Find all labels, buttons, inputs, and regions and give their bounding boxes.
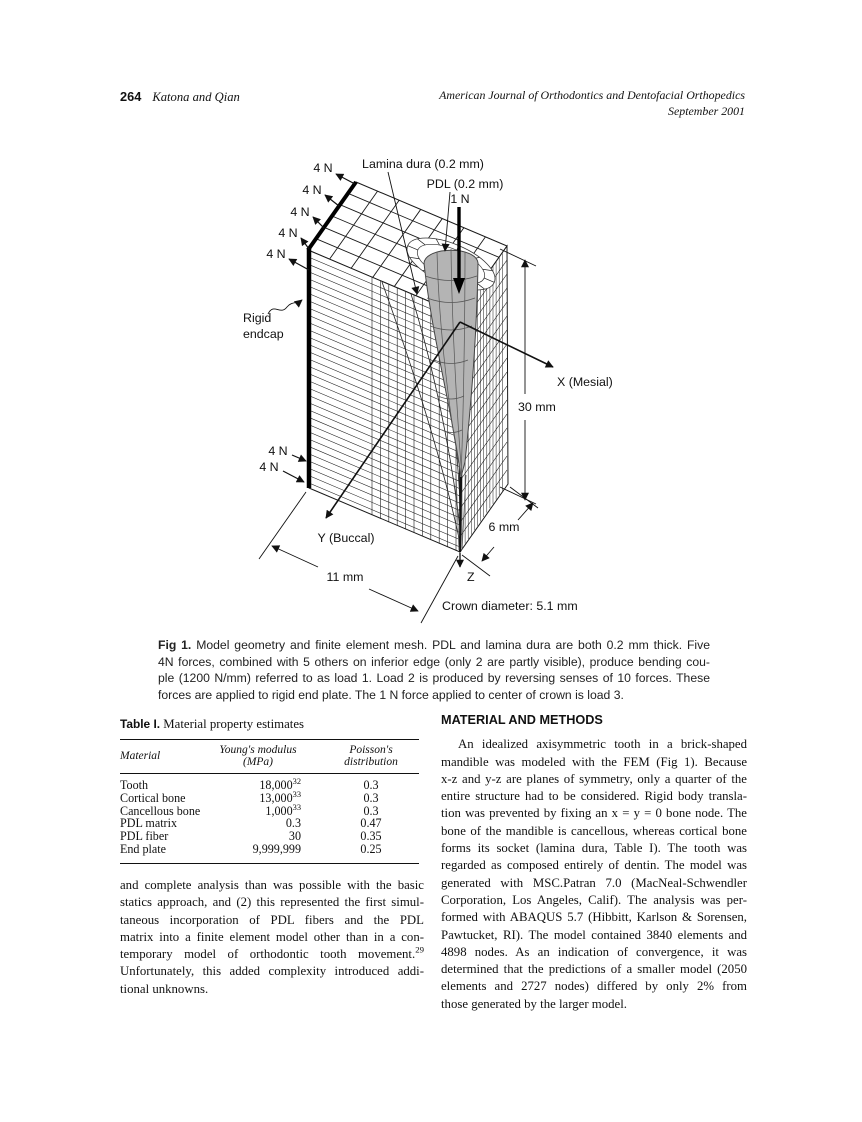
tooth-mesh-lines [424,248,478,478]
text-line: statics approach, and (2) this represent… [120,895,424,910]
width-dim-label: 11 mm [327,570,364,584]
force-4n-label: 4 N [278,226,297,240]
section-heading: MATERIAL AND METHODS [441,713,603,727]
force-4n-label: 4 N [259,460,278,474]
right-face-vertical-hatch [461,252,503,548]
table-1: Table I. Material property estimates Mat… [120,717,419,864]
coordinate-axes [325,321,554,568]
force-arrows-top [288,173,356,271]
fem-mesh-figure: 4 N 4 N 4 N 4 N 4 N 4 N 4 N 1 N [243,157,613,624]
root-shadow-line [458,476,463,553]
y-axis-label: Y (Buccal) [318,531,375,545]
right-column: MATERIAL AND METHODS An idealized axisym… [441,712,747,1013]
figure-1-diagram: 4 N 4 N 4 N 4 N 4 N 4 N 4 N 1 N [120,130,780,670]
lamina-dura-label: Lamina dura (0.2 mm) [362,157,484,171]
running-head-right: American Journal of Orthodontics and Den… [439,88,745,119]
force-labels-bottom: 4 N 4 N [259,444,287,474]
page-number: 264 [120,89,142,104]
text-line: temporary model of orthodontic tooth mov… [120,944,424,962]
text-line: Corporation, Los Angeles, Calif). The an… [441,892,747,907]
left-column-text: and complete analysis than was possible … [120,877,424,998]
force-arrows-bottom [282,454,307,483]
rigid-endcap-edges [306,180,358,488]
text-line: entire structure had to be considered. R… [441,789,747,804]
journal-issue-date: September 2001 [668,103,745,118]
text-line: those generated by the larger model. [441,996,627,1011]
force-4n-label: 4 N [313,161,332,175]
depth-dim-label: 6 mm [489,520,520,534]
figure-1-caption: Fig 1. Model geometry and finite element… [158,637,710,703]
text-line: x-z and y-z are planes of symmetry, only… [441,771,747,786]
force-labels-top: 4 N 4 N 4 N 4 N 4 N [266,161,332,261]
text-line: tional unknowns. [120,981,209,996]
text-line: forms its socket (lamina dura, Table I).… [441,841,747,856]
table-1-title: Table I. Material property estimates [120,717,305,731]
running-head-left: 264 Katona and Qian [120,88,240,119]
text-line: Unfortunately, this added complexity int… [120,964,424,979]
force-4n-label: 4 N [290,205,309,219]
z-axis-label: Z [467,570,475,584]
text-line: ple (1200 N/mm) referred to as load 1. L… [158,671,710,686]
text-line: 4898 nodes. As an indication of converge… [441,944,747,959]
text-line: An idealized axisymmetric tooth in a bri… [458,737,747,752]
text-line: formed with ABAQUS 5.7 (Hibbitt, Karlson… [441,910,747,925]
text-line: 4N forces, combined with 5 others on inf… [158,654,710,669]
force-4n-label: 4 N [268,444,287,458]
front-face-hatch [308,257,461,548]
right-column-text: An idealized axisymmetric tooth in a bri… [441,736,747,1013]
crown-diameter-label: Crown diameter: 5.1 mm [442,599,578,613]
text-line: mandible was modeled with the FEM (Fig 1… [441,754,747,769]
height-dim-label: 30 mm [518,400,556,414]
col-header-poisson: Poisson's distribution [301,739,419,774]
force-4n-label: 4 N [266,247,285,261]
x-axis-label: X (Mesial) [557,375,613,389]
text-line: elements and 2727 nodes) differed by onl… [441,979,747,994]
force-4n-label: 4 N [302,183,321,197]
rigid-endcap-label-line1: Rigid [243,311,271,325]
journal-title: American Journal of Orthodontics and Den… [439,88,745,102]
text-line: matrix into a finite element model other… [120,929,424,944]
text-line: forces are applied to rigid end plate. T… [158,687,624,702]
text-line: taneous incorporation of PDL fibers and … [120,912,424,927]
force-1n-arrow [453,207,465,294]
tooth-cone [423,248,479,553]
text-line: bone of the mandible is cancellous, wher… [441,823,747,838]
text-line: Fig 1. Model geometry and finite element… [158,638,710,652]
force-1n-label: 1 N [450,192,469,206]
text-line: regarded as composed entirely of dentin.… [441,858,747,873]
text-line: generated with MSC.Patran 7.0 (MacNeal-S… [441,875,747,890]
pdl-label: PDL (0.2 mm) [427,177,504,191]
col-header-modulus: Young's modulus (MPa) [215,739,301,774]
rigid-endcap-label-line2: endcap [243,327,284,341]
callout-leaders [267,171,451,315]
dimension-lines [258,248,539,624]
text-line: determined that the predictions of a sma… [441,962,747,977]
text-line: tion was prevented by fixing an x = y = … [441,806,747,821]
material-properties-table: Material Young's modulus (MPa) Poisson's… [120,739,419,864]
mesh-block-faces [307,181,509,554]
page-header: 264 Katona and Qian American Journal of … [120,88,745,119]
col-header-material: Material [120,739,215,774]
table-1-label: Table I. [120,717,161,731]
authors: Katona and Qian [152,90,240,104]
text-line: Pawtucket, RI). The model contained 3840… [441,927,747,942]
text-line: and complete analysis than was possible … [120,878,424,892]
